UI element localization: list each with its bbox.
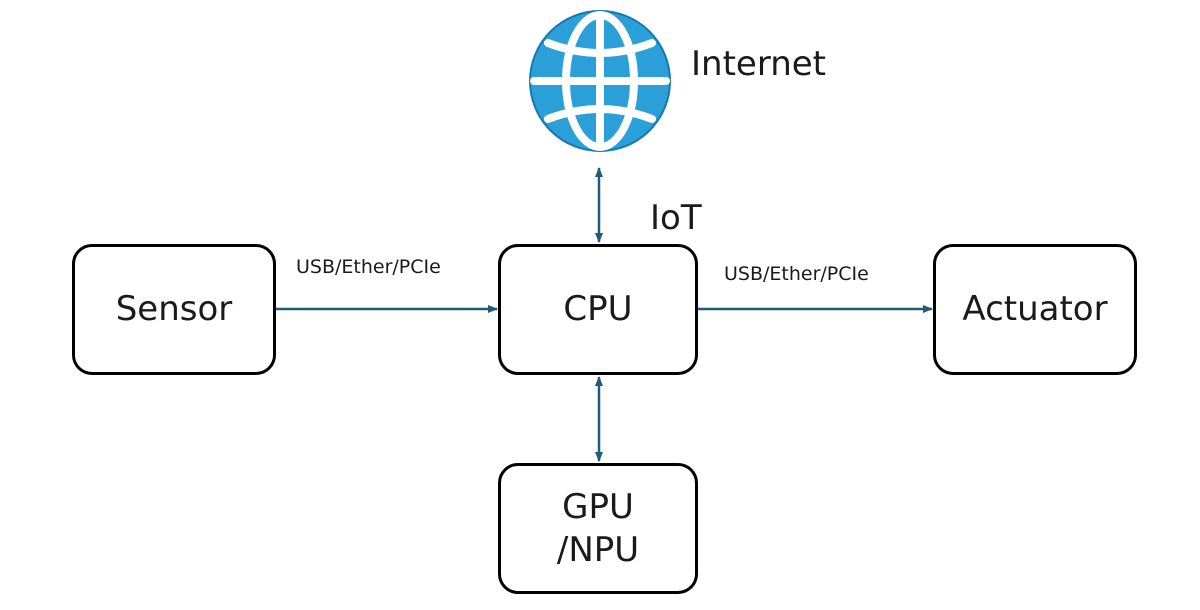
gpu-npu-node: GPU /NPU bbox=[498, 463, 698, 594]
internet-label: Internet bbox=[691, 44, 827, 84]
iot-label: IoT bbox=[650, 198, 702, 238]
actuator-node: Actuator bbox=[933, 244, 1137, 375]
sensor-node-label: Sensor bbox=[115, 289, 233, 330]
actuator-node-label: Actuator bbox=[962, 289, 1108, 330]
sensor-node: Sensor bbox=[72, 244, 276, 375]
cpu-actuator-connection-label: USB/Ether/PCIe bbox=[724, 263, 869, 285]
sensor-cpu-connection-label: USB/Ether/PCIe bbox=[296, 256, 441, 278]
gpu-npu-node-label: GPU /NPU bbox=[556, 487, 640, 570]
cpu-node: CPU bbox=[498, 244, 698, 375]
cpu-node-label: CPU bbox=[563, 289, 633, 330]
globe-icon bbox=[529, 10, 671, 152]
